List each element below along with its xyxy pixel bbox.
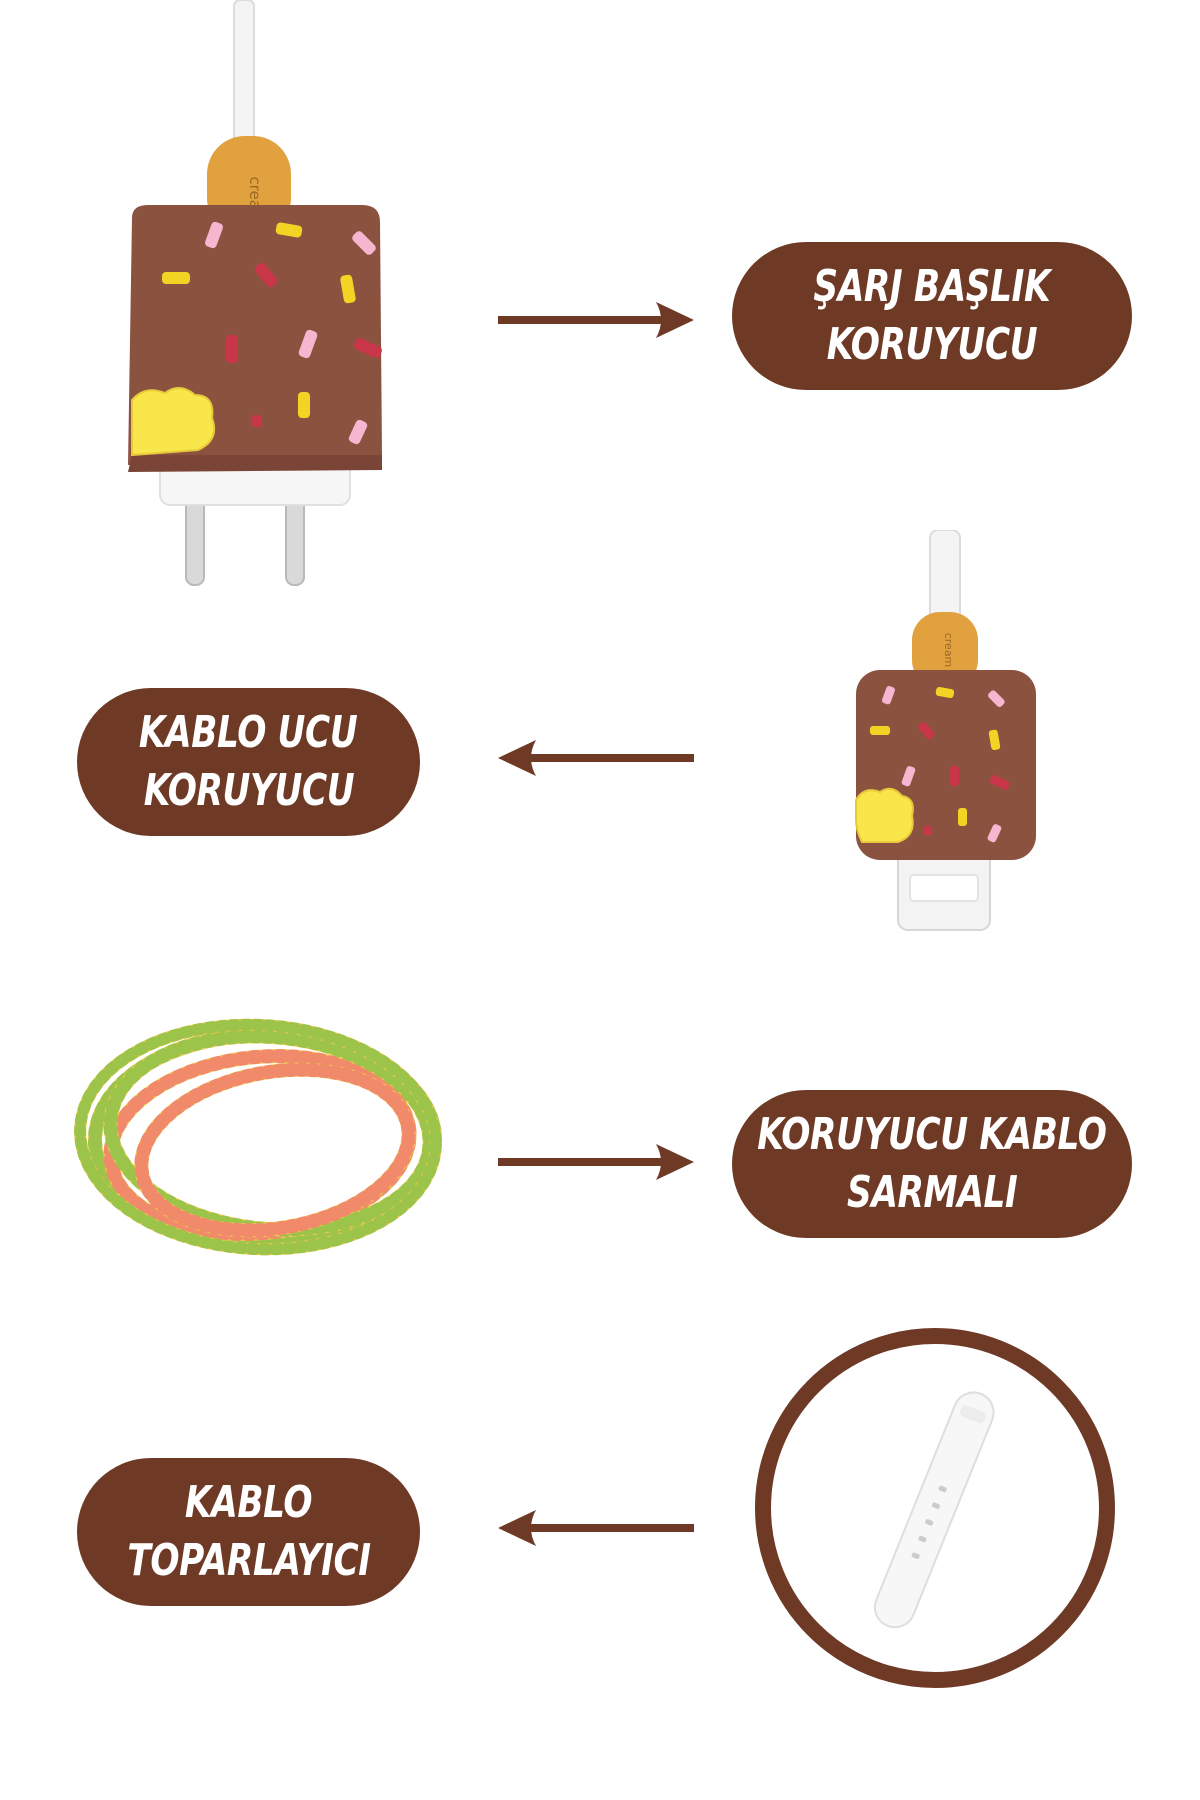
arrow-left-icon — [498, 1510, 694, 1546]
label-line-1: KABLO — [184, 1477, 313, 1528]
ice-cream-charger-cover-icon: cream — [128, 0, 382, 586]
cable-organizer-strap-icon — [755, 1328, 1115, 1688]
arrow-left-icon — [498, 740, 694, 776]
stick-text: cream — [942, 633, 955, 668]
arrow-right-icon — [498, 302, 694, 338]
label-line-1: ŞARJ BAŞLIK — [813, 261, 1051, 312]
label-cable-tip-protector: KABLO UCU KORUYUCU — [77, 688, 420, 836]
label-line-2: KORUYUCU — [826, 319, 1038, 370]
label-cable-organizer: KABLO TOPARLAYICI — [77, 1458, 420, 1606]
label-line-1: KABLO UCU — [139, 707, 358, 758]
label-line-1: KORUYUCU KABLO — [757, 1109, 1107, 1160]
label-charger-head-protector: ŞARJ BAŞLIK KORUYUCU — [732, 242, 1132, 390]
label-line-2: TOPARLAYICI — [126, 1535, 371, 1586]
arrow-right-icon — [498, 1144, 694, 1180]
label-line-2: KORUYUCU — [143, 765, 354, 816]
ice-cream-cable-tip-icon: cream — [855, 530, 1036, 931]
spiral-cable-wrap-icon — [74, 1018, 442, 1256]
label-line-2: SARMALI — [846, 1167, 1018, 1218]
label-cable-spiral-wrap: KORUYUCU KABLO SARMALI — [732, 1090, 1132, 1238]
